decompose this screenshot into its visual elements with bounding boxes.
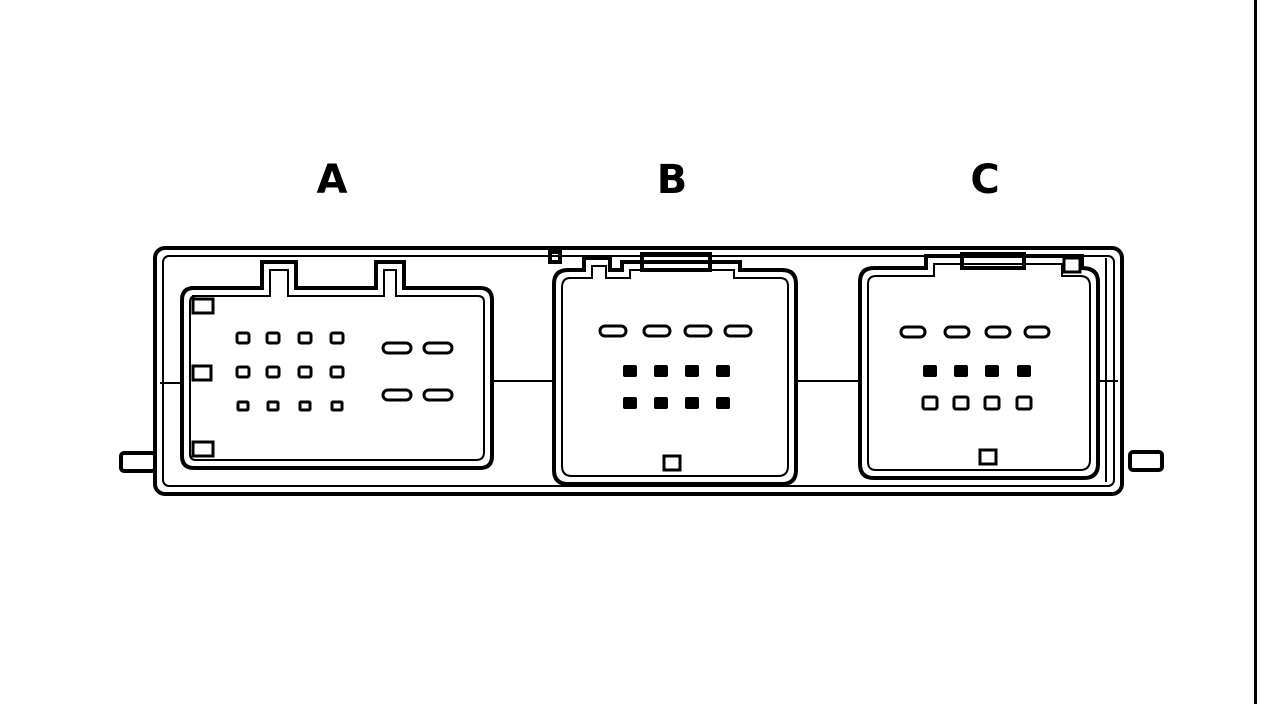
terminal-pin bbox=[642, 324, 672, 338]
terminal-pin bbox=[381, 341, 413, 355]
terminal-pin bbox=[1017, 365, 1031, 377]
mounting-tab-left bbox=[119, 451, 157, 473]
terminal-pin bbox=[265, 331, 281, 345]
terminal-pin bbox=[654, 397, 668, 409]
terminal-pin bbox=[235, 365, 251, 379]
terminal-pin bbox=[921, 395, 939, 411]
terminal-pin bbox=[381, 388, 413, 402]
terminal-pin bbox=[685, 365, 699, 377]
connector-label-a: A bbox=[316, 157, 348, 203]
mounting-tab-right bbox=[1128, 450, 1164, 472]
terminal-pin bbox=[330, 400, 344, 412]
terminal-pin bbox=[329, 331, 345, 345]
terminal-pin bbox=[683, 324, 713, 338]
terminal-pin bbox=[954, 365, 968, 377]
terminal-pin bbox=[422, 341, 454, 355]
terminal-pin bbox=[297, 331, 313, 345]
terminal-pin bbox=[985, 365, 999, 377]
terminal-pin bbox=[623, 365, 637, 377]
terminal-pin bbox=[984, 325, 1012, 339]
terminal-pin bbox=[623, 397, 637, 409]
connector-a bbox=[180, 260, 494, 470]
terminal-pin bbox=[716, 365, 730, 377]
terminal-pin bbox=[654, 365, 668, 377]
terminal-pin bbox=[1023, 325, 1051, 339]
page-border-right bbox=[1254, 0, 1257, 704]
connector-label-b: B bbox=[656, 157, 688, 203]
terminal-pin bbox=[298, 400, 312, 412]
terminal-pin bbox=[923, 365, 937, 377]
terminal-pin bbox=[329, 365, 345, 379]
terminal-pin bbox=[265, 365, 281, 379]
terminal-pin bbox=[235, 331, 251, 345]
terminal-pin bbox=[598, 324, 628, 338]
terminal-pin bbox=[266, 400, 280, 412]
connector-label-c: C bbox=[970, 157, 1000, 203]
terminal-pin bbox=[422, 388, 454, 402]
terminal-pin bbox=[716, 397, 730, 409]
terminal-pin bbox=[723, 324, 753, 338]
terminal-pin bbox=[1015, 395, 1033, 411]
terminal-pin bbox=[983, 395, 1001, 411]
terminal-pin bbox=[685, 397, 699, 409]
connector-b bbox=[548, 250, 798, 486]
terminal-pin bbox=[236, 400, 250, 412]
connector-c bbox=[858, 252, 1107, 482]
terminal-pin bbox=[952, 395, 970, 411]
terminal-pin bbox=[943, 325, 971, 339]
terminal-pin bbox=[899, 325, 927, 339]
terminal-pin bbox=[297, 365, 313, 379]
